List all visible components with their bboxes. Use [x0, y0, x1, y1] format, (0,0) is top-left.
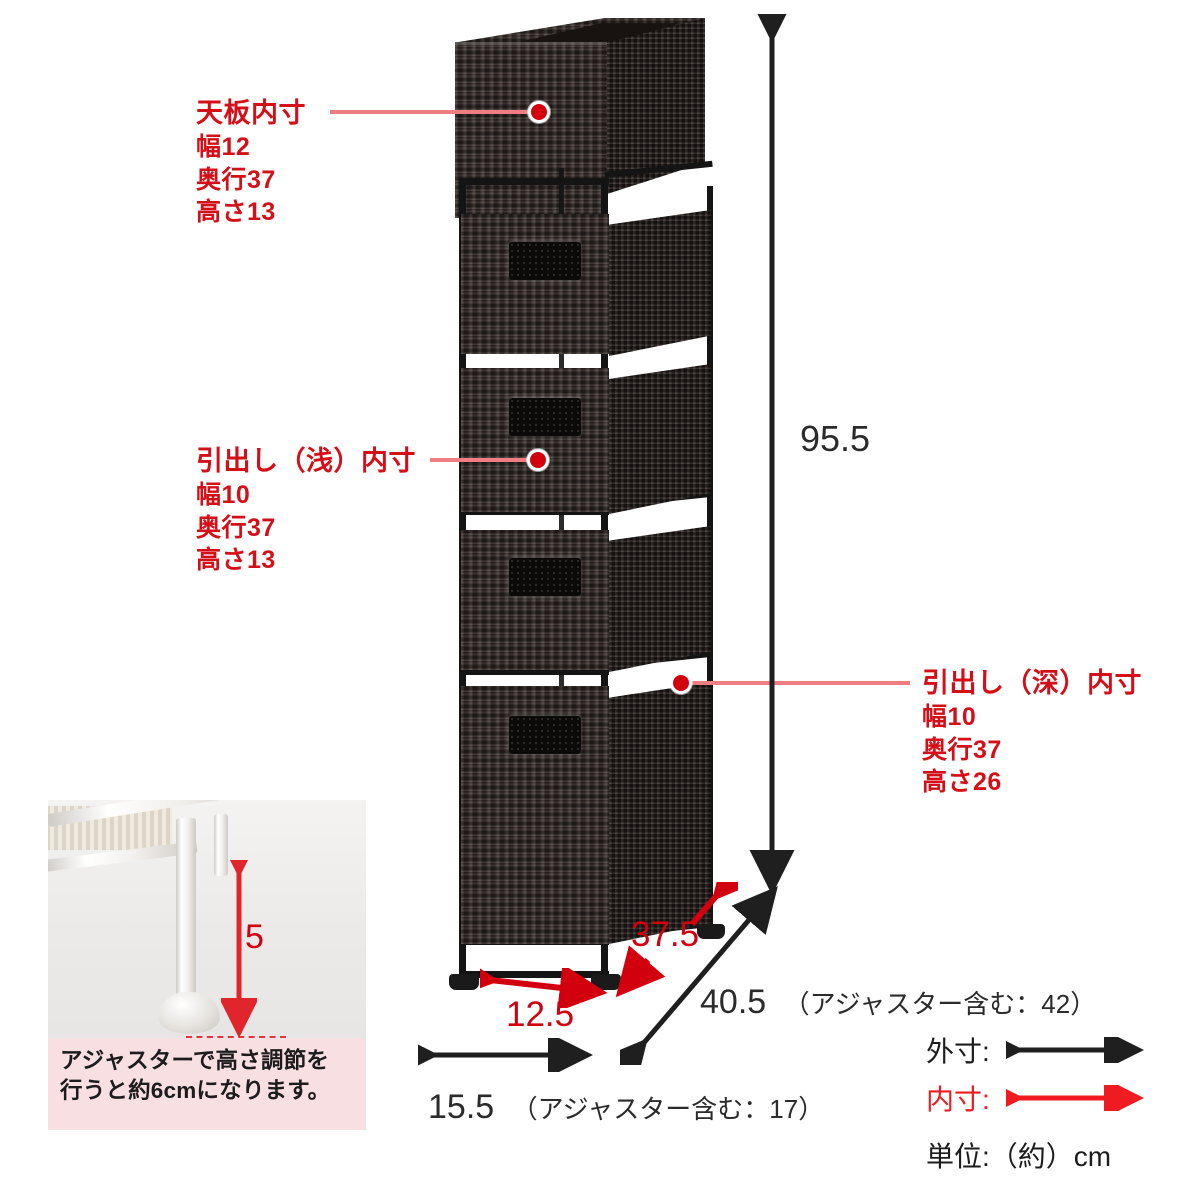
- drawer-handle-icon[interactable]: [509, 558, 581, 596]
- annotation-shallow-title: 引出し（浅）内寸: [196, 446, 416, 476]
- height-dimension-arrow: [749, 14, 795, 896]
- inset-caption-line1: アジャスターで高さ調節を: [60, 1048, 330, 1073]
- adjuster-detail-inset: 5 アジャスターで高さ調節を 行うと約6cmになります。: [48, 800, 366, 1130]
- annotation-top-inner: 天板内寸 幅12 奥行37 高さ13: [196, 96, 306, 229]
- annotation-top-depth: 奥行37: [196, 165, 276, 194]
- drawer-handle-icon[interactable]: [509, 398, 581, 436]
- legend-inner-label: 内寸:: [926, 1084, 990, 1115]
- inset-measure-label: 5: [245, 918, 264, 956]
- top-basket: [455, 18, 705, 218]
- drawer-handle-icon[interactable]: [509, 716, 581, 754]
- annotation-deep-depth: 奥行37: [922, 735, 1002, 764]
- outer-width-value: 15.5: [428, 1088, 495, 1126]
- leader-dot-top: [528, 101, 550, 123]
- outer-depth-note: （アジャスター含む：42）: [783, 989, 1097, 1019]
- legend: 外寸: 内寸: 単位:（約: [920, 1030, 1190, 1180]
- drawer-shallow-3: [461, 526, 711, 674]
- annotation-shallow-height: 高さ13: [196, 546, 276, 575]
- outer-depth-label: 40.5 （アジャスター含む：42）: [700, 983, 1096, 1022]
- foot-front-left: [449, 974, 479, 990]
- drawer-shallow-2: [461, 364, 711, 516]
- leader-line-shallow: [430, 458, 540, 462]
- legend-row-outer: 外寸:: [926, 1030, 1146, 1070]
- leader-line-deep: [688, 681, 910, 685]
- outer-width-label: 15.5 （アジャスター含む：17）: [428, 1088, 824, 1127]
- inner-width-label: 12.5: [506, 995, 575, 1034]
- drawer-front: [461, 214, 609, 354]
- height-dimension-label: 95.5: [800, 418, 871, 459]
- drawer-side: [609, 526, 711, 672]
- outer-depth-arrow: [620, 886, 778, 1065]
- inset-measure-arrow: [221, 860, 257, 1038]
- annotation-deep-title: 引出し（深）内寸: [922, 668, 1142, 698]
- leader-line-top: [330, 110, 542, 114]
- inset-leg-vertical: [176, 818, 196, 1002]
- annotation-deep-inner: 引出し（深）内寸 幅10 奥行37 高さ26: [922, 666, 1142, 799]
- inner-width-arrow: [480, 968, 608, 1008]
- drawer-front: [461, 530, 609, 670]
- inset-caption-line2: 行うと約6cmになります。: [60, 1078, 331, 1104]
- legend-outer-arrow-icon: [1005, 1037, 1144, 1063]
- annotation-top-width: 幅12: [196, 133, 251, 162]
- outer-width-note: （アジャスター含む：17）: [511, 1094, 825, 1124]
- frame-rail-front-1: [459, 178, 609, 185]
- annotation-top-height: 高さ13: [196, 198, 276, 227]
- inset-caption: アジャスターで高さ調節を 行うと約6cmになります。: [48, 1038, 366, 1130]
- annotation-shallow-width: 幅10: [196, 481, 251, 510]
- adjuster-photo: 5: [48, 800, 366, 1038]
- annotation-deep-width: 幅10: [922, 703, 977, 732]
- drawer-shallow-1: [461, 210, 711, 358]
- annotation-deep-height: 高さ26: [922, 768, 1002, 797]
- annotation-shallow-depth: 奥行37: [196, 513, 276, 542]
- top-basket-front: [455, 42, 607, 218]
- legend-unit-label: 単位:（約）cm: [926, 1141, 1112, 1172]
- product-illustration: [449, 18, 755, 1018]
- legend-row-inner: 内寸:: [926, 1078, 1146, 1118]
- drawer-side: [609, 364, 711, 514]
- outer-depth-value: 40.5: [700, 983, 767, 1021]
- inset-adjuster-foot: [158, 992, 220, 1034]
- leader-dot-deep: [670, 672, 692, 694]
- drawer-front: [461, 368, 609, 512]
- annotation-shallow-inner: 引出し（浅）内寸 幅10 奥行37 高さ13: [196, 444, 416, 577]
- top-basket-edge-highlight: [455, 42, 607, 45]
- top-basket-side: [607, 18, 705, 194]
- legend-outer-label: 外寸:: [926, 1036, 990, 1067]
- leader-dot-shallow: [527, 449, 549, 471]
- legend-inner-arrow-icon: [1005, 1085, 1144, 1111]
- annotation-top-title: 天板内寸: [196, 98, 306, 128]
- frame-rail-front-4: [459, 668, 609, 675]
- drawer-side: [609, 210, 711, 356]
- drawer-handle-icon[interactable]: [509, 242, 581, 280]
- outer-width-arrow: [418, 1038, 594, 1072]
